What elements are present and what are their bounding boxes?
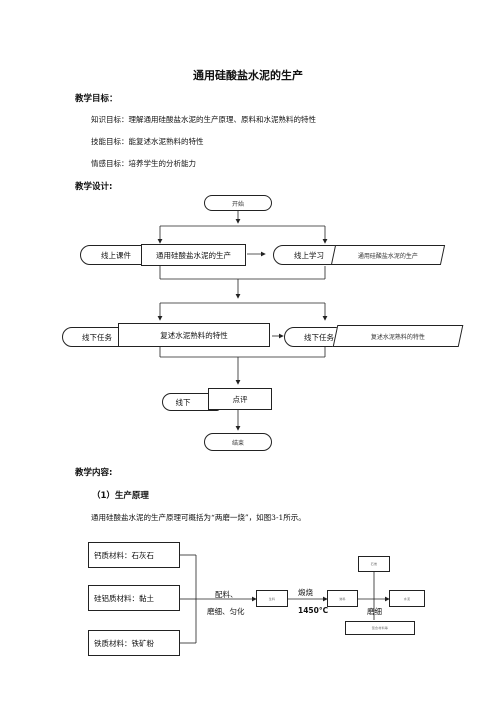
step-clinker-properties: 复述水泥熟料的特性 [118, 323, 270, 347]
flow-end-label: 结束 [231, 439, 244, 447]
box-cement: 水泥 [389, 590, 425, 607]
step-batching: 配料、 [215, 590, 238, 599]
para-clinker-properties-label: 复述水泥熟料的特性 [370, 333, 425, 341]
calcine-temperature: 1450°C [298, 606, 329, 615]
box-clinker: 熟料 [327, 590, 358, 607]
step-clinker-properties-label: 复述水泥熟料的特性 [160, 330, 228, 340]
material-calcium-label: 钙质材料：石灰石 [94, 550, 154, 560]
tag-offline-task-left: 线下任务 [62, 327, 132, 347]
material-iron-label: 铁质材料：铁矿粉 [94, 638, 154, 648]
design-heading: 教学设计: [75, 182, 113, 192]
material-silica-alumina: 硅铝质材料：黏土 [88, 585, 180, 611]
step-review: 点评 [208, 388, 272, 410]
content-heading: 教学内容: [75, 468, 113, 478]
para-clinker-properties: 复述水泥熟料的特性 [332, 325, 464, 347]
step-cement-production-label: 通用硅酸盐水泥的生产 [156, 250, 231, 260]
para-cement-production-label: 通用硅酸盐水泥的生产 [357, 252, 418, 260]
tag-online-courseware-label: 线上课件 [101, 250, 131, 260]
step-grind-homogenize: 磨细、匀化 [207, 607, 245, 616]
box-cement-label: 水泥 [403, 596, 411, 601]
section-production-principle: （1）生产原理 [92, 491, 149, 501]
box-clinker-label: 熟料 [339, 596, 346, 601]
goal-knowledge: 知识目标：理解通用硅酸盐水泥的生产原理、原料和水泥熟料的特性 [91, 115, 316, 124]
box-raw-meal: 生料 [256, 590, 288, 607]
page-title: 通用硅酸盐水泥的生产 [193, 69, 303, 82]
box-admixture-label: 混合材料等 [371, 626, 389, 630]
flow-start-label: 开始 [231, 200, 244, 208]
box-admixture: 混合材料等 [345, 621, 415, 635]
goals-heading: 教学目标： [75, 94, 118, 104]
material-calcium: 钙质材料：石灰石 [88, 542, 180, 568]
step-cement-production: 通用硅酸盐水泥的生产 [141, 244, 246, 266]
step-grind: 磨细 [367, 607, 382, 616]
tag-offline-task-right-label: 线下任务 [304, 332, 334, 342]
material-silica-alumina-label: 硅铝质材料：黏土 [94, 593, 154, 603]
tag-online-study-label: 线上学习 [294, 250, 324, 260]
step-review-label: 点评 [232, 394, 248, 404]
step-calcine: 煅烧 [298, 588, 313, 597]
material-iron: 铁质材料：铁矿粉 [88, 630, 180, 656]
box-gypsum: 石膏 [358, 556, 390, 572]
content-paragraph: 通用硅酸盐水泥的生产原理可概括为“两磨一烧”，如图3-1所示。 [91, 513, 306, 522]
box-gypsum-label: 石膏 [370, 562, 378, 566]
para-cement-production: 通用硅酸盐水泥的生产 [330, 245, 446, 265]
tag-offline-task-left-label: 线下任务 [82, 332, 112, 342]
goal-skill: 技能目标：能复述水泥熟料的特性 [91, 137, 204, 146]
flow-end: 结束 [204, 433, 272, 451]
flow-start: 开始 [204, 195, 272, 211]
goal-emotion: 情感目标：培养学生的分析能力 [91, 159, 196, 168]
tag-offline-label: 线下 [175, 397, 191, 407]
box-raw-meal-label: 生料 [268, 596, 276, 601]
